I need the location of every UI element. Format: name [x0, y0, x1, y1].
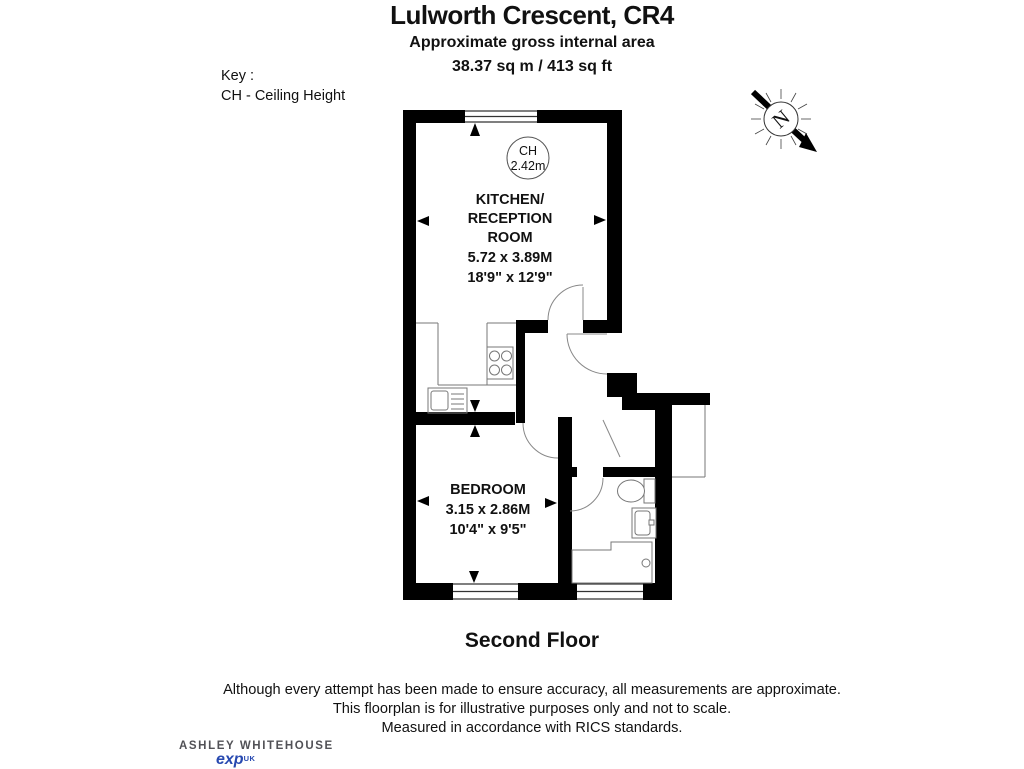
landing-outline: [672, 405, 706, 478]
compass-rays: [751, 89, 811, 149]
entrance-door: [566, 333, 608, 375]
disclaimer-line-1: Although every attempt has been made to …: [223, 682, 841, 698]
brokerage-region: UK: [243, 754, 256, 763]
north-arrow-head: [799, 133, 817, 152]
ceiling-height-badge: CH 2.42m: [506, 136, 550, 180]
basin: [631, 507, 657, 539]
kitchen-fixtures: [416, 322, 516, 414]
disclaimer-line-2: This floorplan is for illustrative purpo…: [332, 701, 732, 717]
bathroom-window: [577, 583, 643, 600]
toilet: [617, 478, 656, 504]
bedroom-label: BEDROOM: [450, 482, 526, 498]
kitchen-window: [465, 110, 537, 123]
disclaimer: Although every attempt has been made to …: [40, 681, 1024, 738]
agent-name: ASHLEY WHITEHOUSE: [179, 740, 334, 752]
bathroom-fixtures: [571, 478, 657, 584]
counter-outline: [416, 322, 516, 386]
ceiling-height-label: CH: [519, 144, 537, 158]
measure-arrow-down-kitchen: [470, 400, 480, 412]
north-arrow-tail: [750, 89, 773, 111]
room-labels: KITCHEN/ RECEPTION ROOM 5.72 x 3.89M 18'…: [446, 192, 553, 538]
key-title: Key :: [221, 68, 255, 84]
hob: [486, 346, 514, 380]
measure-arrow-up: [470, 123, 480, 136]
floor-label: Second Floor: [464, 629, 600, 652]
bedroom-window: [453, 583, 518, 600]
page-title: Lulworth Crescent, CR4: [390, 0, 674, 30]
compass-circle: [763, 101, 799, 137]
page-subtitle: Approximate gross internal area: [409, 34, 655, 51]
measure-arrow-down-bedroom: [469, 571, 479, 583]
bedroom-dims-metric: 3.15 x 2.86M: [446, 502, 531, 518]
kitchen-label-3: ROOM: [487, 230, 532, 246]
ceiling-height-value: 2.42m: [511, 159, 546, 173]
kitchen-label-2: RECEPTION: [468, 211, 553, 227]
kitchen-dims-metric: 5.72 x 3.89M: [468, 250, 553, 266]
gross-internal-area: 38.37 sq m / 413 sq ft: [451, 58, 613, 75]
measure-arrow-left-kitchen: [417, 216, 429, 226]
kitchen-dims-imperial: 18'9" x 12'9": [467, 270, 552, 286]
bathroom-door: [569, 419, 621, 512]
measure-arrow-left-bedroom: [417, 496, 429, 506]
key-legend: Key : CH - Ceiling Height: [221, 66, 345, 106]
brokerage-exp: exp: [216, 751, 244, 768]
disclaimer-line-3: Measured in accordance with RICS standar…: [381, 720, 683, 736]
measure-arrow-up-bedroom: [470, 425, 480, 437]
walls: [403, 110, 710, 600]
bedroom-dims-imperial: 10'4" x 9'5": [449, 522, 526, 538]
doors: [522, 284, 621, 512]
windows: [453, 110, 643, 600]
bedroom-door: [522, 422, 559, 459]
brokerage-logo: expUK: [216, 751, 255, 769]
kitchen-door: [547, 284, 584, 321]
measure-arrow-right-bedroom: [545, 498, 557, 508]
measure-arrows: [417, 123, 606, 583]
kitchen-label-1: KITCHEN/: [476, 192, 544, 208]
measure-arrow-right-kitchen: [594, 215, 606, 225]
bathtub: [571, 541, 653, 584]
north-compass: N: [750, 89, 817, 152]
key-entry-ceiling-height: CH - Ceiling Height: [221, 88, 346, 104]
sink: [427, 387, 468, 414]
